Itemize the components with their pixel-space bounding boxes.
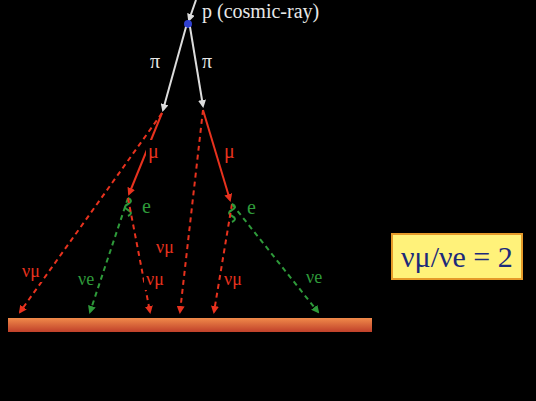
- neutrino-label: νμ: [20, 262, 42, 282]
- neutrino-label: νe: [304, 268, 324, 288]
- neutrino-label: νe: [76, 270, 96, 290]
- particle-label: p (cosmic-ray): [200, 0, 321, 22]
- neutrino-label: νμ: [222, 270, 244, 290]
- pion-label: π: [148, 50, 162, 72]
- neutrino-label: νμ: [154, 238, 176, 258]
- ratio-text: νμ/νe = 2: [401, 240, 513, 273]
- neutrino-label: νμ: [144, 270, 166, 290]
- muon-label: μ: [222, 140, 237, 162]
- electron-label: e: [140, 195, 153, 217]
- electron-label: e: [245, 196, 258, 218]
- muon-label: μ: [146, 140, 161, 162]
- pion-label: π: [200, 50, 214, 72]
- ratio-box: νμ/νe = 2: [391, 233, 523, 280]
